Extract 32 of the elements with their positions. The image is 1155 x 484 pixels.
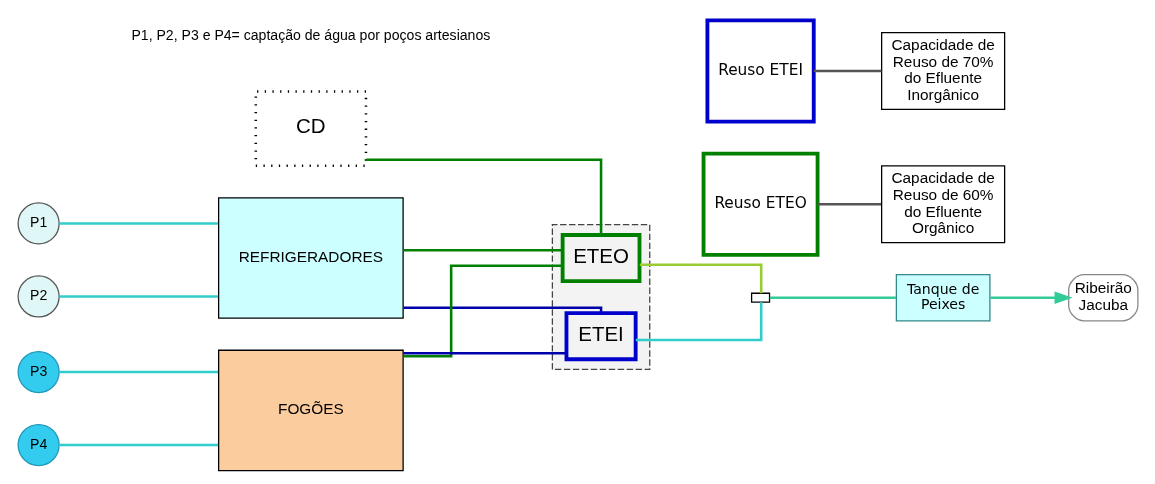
- connector: [403, 249, 562, 252]
- arrow: [989, 291, 1072, 305]
- connector: [59, 443, 218, 447]
- connector: [59, 295, 218, 298]
- connector: [59, 222, 218, 225]
- connector: [635, 302, 762, 342]
- node-circle: P3: [17, 350, 60, 394]
- node-circle: P2: [17, 275, 60, 318]
- node-box: FOGÕES: [217, 349, 404, 472]
- node-box: Reuso ETEI: [705, 18, 816, 124]
- connector: [365, 158, 602, 235]
- connector: [639, 263, 762, 294]
- connector: [813, 69, 881, 73]
- node-box: Tanque de Peixes: [895, 274, 991, 322]
- node-box: Ribeirão Jacuba: [1067, 274, 1139, 322]
- node-box: ETEI: [564, 311, 638, 362]
- connector: [817, 202, 881, 206]
- node-box: CD: [254, 90, 367, 168]
- cluster: [551, 224, 650, 371]
- connector: [769, 296, 896, 299]
- node-box: ETEO: [560, 233, 641, 283]
- label: P1, P2, P3 e P4= captação de água por poços artesianos: [130, 26, 490, 43]
- node-circle: P1: [17, 202, 60, 245]
- node-box: Reuso ETEO: [701, 151, 819, 257]
- connector: [59, 370, 218, 374]
- node-box: REFRIGERADORES: [217, 197, 404, 319]
- node-box: [750, 292, 770, 303]
- connector: [402, 264, 562, 358]
- node-box: Capacidade de Reuso de 60% do Efluente Orgânico: [880, 165, 1005, 244]
- node-box: Capacidade de Reuso de 70% do Efluente Inorgânico: [880, 31, 1005, 111]
- node-circle: P4: [17, 423, 60, 467]
- connector: [403, 351, 566, 355]
